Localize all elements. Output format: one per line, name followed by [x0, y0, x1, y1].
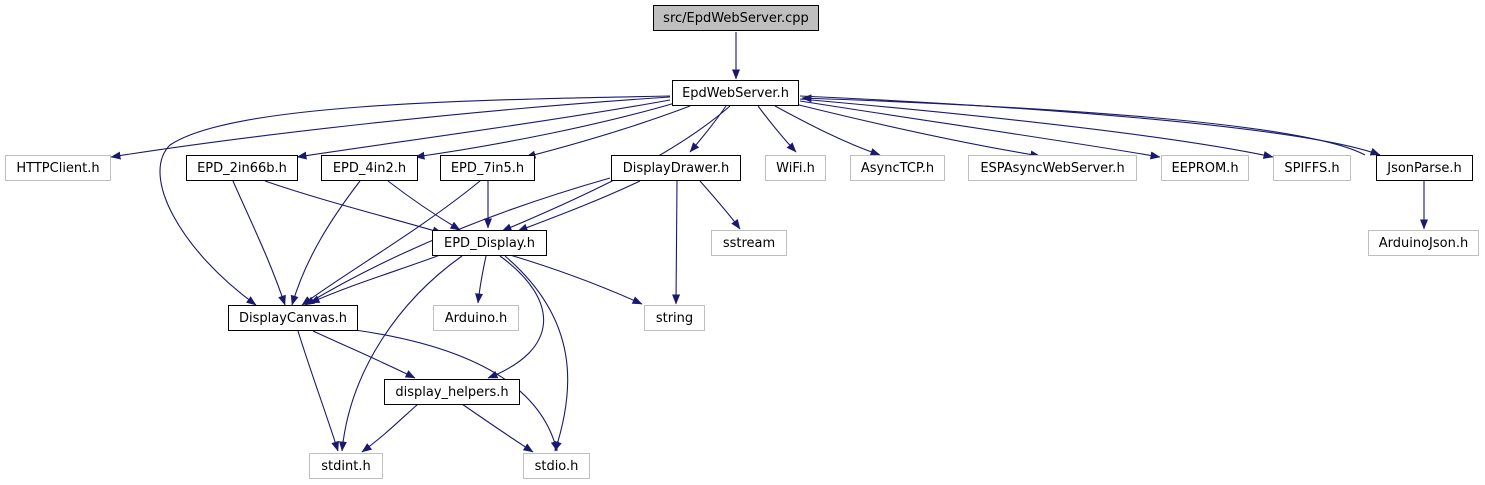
edge-epdwebserver-displaydrawer	[689, 105, 727, 153]
edge-displayhelpers-stdio	[461, 403, 534, 453]
edge-displayhelpers-stdint	[361, 403, 419, 453]
node-arduino-h: Arduino.h	[433, 305, 519, 331]
edge-epd4in2-epddisplay	[387, 180, 461, 231]
edge-displaydrawer-sstream	[699, 180, 741, 230]
edge-epd2in66b-epddisplay	[264, 180, 443, 235]
node-sstream: sstream	[711, 230, 787, 256]
node-epdwebserver-h[interactable]: EpdWebServer.h	[672, 80, 799, 106]
node-wifi-h: WiFi.h	[765, 155, 826, 181]
node-eeprom-h: EEPROM.h	[1161, 155, 1249, 181]
edge-epddisplay-string	[509, 254, 643, 305]
node-displaydrawer-h[interactable]: DisplayDrawer.h	[611, 155, 741, 181]
edge-epdwebserver-jsonparse	[799, 95, 1381, 156]
edge-epdwebserver-asynctcp	[774, 105, 881, 156]
node-stdint-h: stdint.h	[309, 453, 383, 479]
node-spiffs-h: SPIFFS.h	[1273, 155, 1351, 181]
node-epd-display-h[interactable]: EPD_Display.h	[432, 230, 547, 256]
node-displaycanvas-h[interactable]: DisplayCanvas.h	[228, 305, 358, 331]
node-display-helpers-h[interactable]: display_helpers.h	[384, 379, 520, 405]
node-stdio-h: stdio.h	[523, 453, 590, 479]
edge-epd7in5-displaycanvas	[301, 180, 481, 306]
edge-epdwebserver-epd7in5	[525, 105, 691, 159]
node-epd-2in66b-h[interactable]: EPD_2in66b.h	[186, 155, 298, 181]
edge-epddisplay-arduino	[475, 255, 487, 304]
node-httpclient-h: HTTPClient.h	[5, 155, 111, 181]
edge-epddisplay-displaycanvas	[309, 254, 441, 304]
edge-epddisplay-stdio	[504, 255, 569, 452]
edge-epdwebserver-espasync	[794, 103, 1041, 159]
node-epd-7in5-h[interactable]: EPD_7in5.h	[440, 155, 535, 181]
dependency-edges	[110, 32, 1428, 453]
edge-epd4in2-displaycanvas	[290, 180, 361, 306]
edge-epddisplay-displayhelpers	[487, 255, 545, 379]
edge-displaycanvas-stdio	[354, 329, 559, 452]
edge-displaycanvas-displayhelpers	[312, 330, 416, 379]
edge-displaydrawer-string	[672, 180, 681, 305]
edge-epdwebserver-epd2in66b	[296, 99, 671, 160]
edge-epd2in66b-displaycanvas	[232, 180, 286, 306]
edge-epdwebserver-spiffs	[799, 98, 1274, 159]
node-jsonparse-h[interactable]: JsonParse.h	[1376, 155, 1473, 181]
node-arduinojson-h: ArduinoJson.h	[1368, 230, 1479, 256]
edge-epdwebserver-epd4in2	[414, 102, 676, 160]
edge-epddisplay-stdint	[338, 255, 463, 452]
edge-displaycanvas-stdint	[297, 330, 339, 452]
node-asynctcp-h: AsyncTCP.h	[850, 155, 945, 181]
node-string: string	[644, 305, 705, 331]
edge-displaydrawer-epddisplay	[517, 180, 641, 232]
edge-epdwebserver-httpclient	[110, 96, 671, 160]
node-epd-4in2-h[interactable]: EPD_4in2.h	[321, 155, 418, 181]
edge-epdwebserver-wifi	[757, 105, 797, 153]
edge-epdwebserver-displaycanvas	[159, 95, 671, 306]
node-root-file[interactable]: src/EpdWebServer.cpp	[653, 5, 819, 31]
edge-jsonparse-epdwebserver	[801, 94, 1366, 156]
node-espasyncwebserver-h: ESPAsyncWebServer.h	[968, 155, 1137, 181]
edge-epdwebserver-eeprom	[799, 100, 1161, 160]
